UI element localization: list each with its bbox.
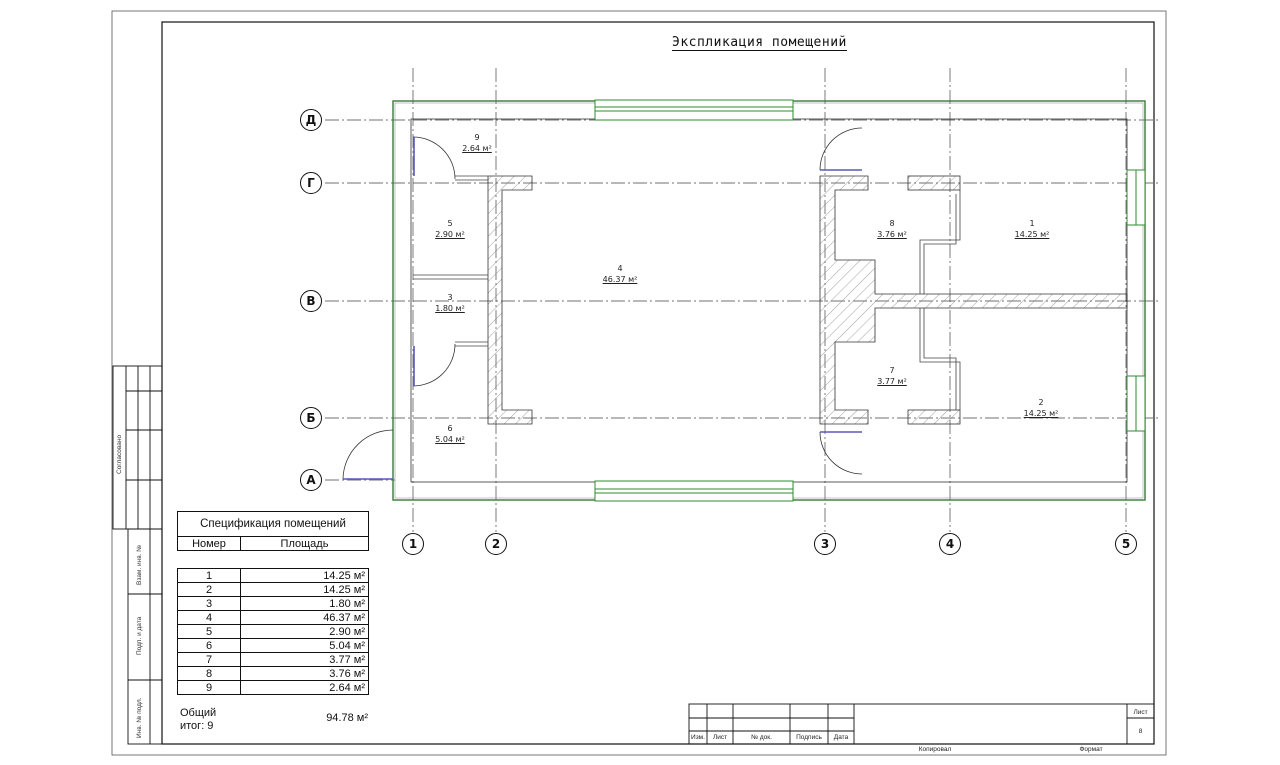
doors <box>342 127 863 480</box>
spec-total-label-line1: Общий <box>180 707 217 719</box>
room-label-4: 4 46.37 м² <box>590 263 650 285</box>
room-number: 3 <box>447 293 453 302</box>
room-area: 3.76 м² <box>877 230 907 239</box>
partitions <box>413 175 961 410</box>
spec-cell-area: 5.04 м² <box>240 638 369 653</box>
room-number: 2 <box>1038 398 1044 407</box>
room-number: 8 <box>889 219 895 228</box>
room-area: 2.90 м² <box>435 230 465 239</box>
room-label-9: 9 2.64 м² <box>447 132 507 154</box>
windows <box>594 99 1146 502</box>
title-block-sheet-label: Лист <box>1133 709 1148 716</box>
title-block-date: Дата <box>833 734 849 741</box>
title-block-signature: Подпись <box>796 734 822 741</box>
spec-col-area: Площадь <box>240 536 369 551</box>
room-number: 1 <box>1029 219 1035 228</box>
room-area: 14.25 м² <box>1014 230 1050 239</box>
room-label-8: 8 3.76 м² <box>862 218 922 240</box>
title-block-sheet-number: 8 <box>1138 728 1143 735</box>
spec-cell-area: 1.80 м² <box>240 596 369 611</box>
axis-marker-a: А <box>300 469 322 491</box>
drawing-title: Экспликация помещений <box>672 35 847 51</box>
axis-marker-v: В <box>300 290 322 312</box>
spec-cell-area: 14.25 м² <box>240 568 369 583</box>
title-block-doc-no: № док. <box>751 734 772 741</box>
axis-marker-5: 5 <box>1115 533 1137 555</box>
axis-marker-2: 2 <box>485 533 507 555</box>
room-number: 4 <box>617 264 623 273</box>
axis-marker-g: Г <box>300 172 322 194</box>
room-number: 9 <box>474 133 480 142</box>
room-area: 2.64 м² <box>462 144 492 153</box>
room-label-2: 2 14.25 м² <box>1011 397 1071 419</box>
axis-marker-b: Б <box>300 407 322 429</box>
room-area: 5.04 м² <box>435 435 465 444</box>
spec-col-number: Номер <box>177 536 241 551</box>
axis-marker-1: 1 <box>402 533 424 555</box>
axis-marker-4: 4 <box>939 533 961 555</box>
spec-total-label-line2: итог: 9 <box>180 720 214 732</box>
room-area: 1.80 м² <box>435 304 465 313</box>
spec-cell-area: 2.64 м² <box>240 680 369 695</box>
room-number: 5 <box>447 219 453 228</box>
spec-total-label: Общий итог: 9 <box>180 707 216 733</box>
room-number: 7 <box>889 366 895 375</box>
title-block-copied: Копировал <box>918 746 952 753</box>
room-label-1: 1 14.25 м² <box>1002 218 1062 240</box>
room-number: 6 <box>447 424 453 433</box>
room-label-3: 3 1.80 м² <box>420 292 480 314</box>
spec-total-value: 94.78 м² <box>326 712 368 724</box>
title-block-list: Лист <box>712 734 728 741</box>
room-area: 46.37 м² <box>602 275 638 284</box>
interior-walls <box>487 175 1128 425</box>
room-area: 14.25 м² <box>1023 409 1059 418</box>
axis-marker-d: Д <box>300 109 322 131</box>
room-label-5: 5 2.90 м² <box>420 218 480 240</box>
room-area: 3.77 м² <box>877 377 907 386</box>
axis-marker-3: 3 <box>814 533 836 555</box>
title-block-izm: Изм. <box>691 734 705 741</box>
room-label-6: 6 5.04 м² <box>420 423 480 445</box>
room-label-7: 7 3.77 м² <box>862 365 922 387</box>
spec-table-header: Спецификация помещений Номер Площадь <box>177 511 369 551</box>
spec-cell-area: 2.90 м² <box>240 624 369 639</box>
title-block-format: Формат <box>1079 746 1103 753</box>
